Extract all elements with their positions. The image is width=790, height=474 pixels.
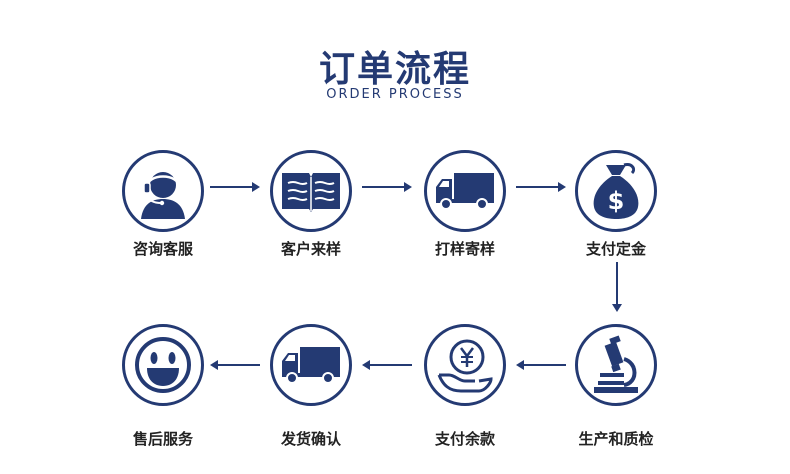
delivery-truck-icon xyxy=(282,347,340,384)
arrow-down-icon xyxy=(612,262,622,312)
microscope-icon xyxy=(594,335,638,393)
step-label-balance: 支付余款 xyxy=(434,430,495,448)
delivery-truck-icon xyxy=(436,173,494,210)
step-label-sample: 客户来样 xyxy=(280,240,341,258)
page-subtitle: ORDER PROCESS xyxy=(326,87,464,102)
money-bag-icon: $ xyxy=(593,163,639,219)
step-circle-consult xyxy=(122,150,204,232)
arrow-right-icon xyxy=(516,182,566,192)
step-label-production: 生产和质检 xyxy=(578,430,654,448)
step-label-proof: 打样寄样 xyxy=(434,240,495,258)
step-label-deposit: 支付定金 xyxy=(585,240,646,258)
yuan-coin-hand-icon xyxy=(437,339,493,393)
arrow-left-icon xyxy=(516,360,566,370)
page-title: 订单流程 xyxy=(318,49,471,90)
open-book-icon xyxy=(282,173,340,212)
arrow-right-icon xyxy=(362,182,412,192)
step-circle-proof xyxy=(424,150,506,232)
customer-service-icon xyxy=(141,172,185,219)
step-label-consult: 咨询客服 xyxy=(132,240,193,258)
step-circle-balance xyxy=(424,324,506,406)
step-circle-shipping xyxy=(270,324,352,406)
svg-text:$: $ xyxy=(608,187,625,215)
step-circle-deposit: $ xyxy=(575,150,657,232)
arrow-left-icon xyxy=(362,360,412,370)
step-circle-production xyxy=(575,324,657,406)
smiley-face-icon xyxy=(135,337,191,393)
step-circle-sample xyxy=(270,150,352,232)
step-label-shipping: 发货确认 xyxy=(280,430,341,448)
arrow-left-icon xyxy=(210,360,260,370)
step-label-after-sales: 售后服务 xyxy=(132,430,193,448)
step-circle-after-sales xyxy=(122,324,204,406)
arrow-right-icon xyxy=(210,182,260,192)
